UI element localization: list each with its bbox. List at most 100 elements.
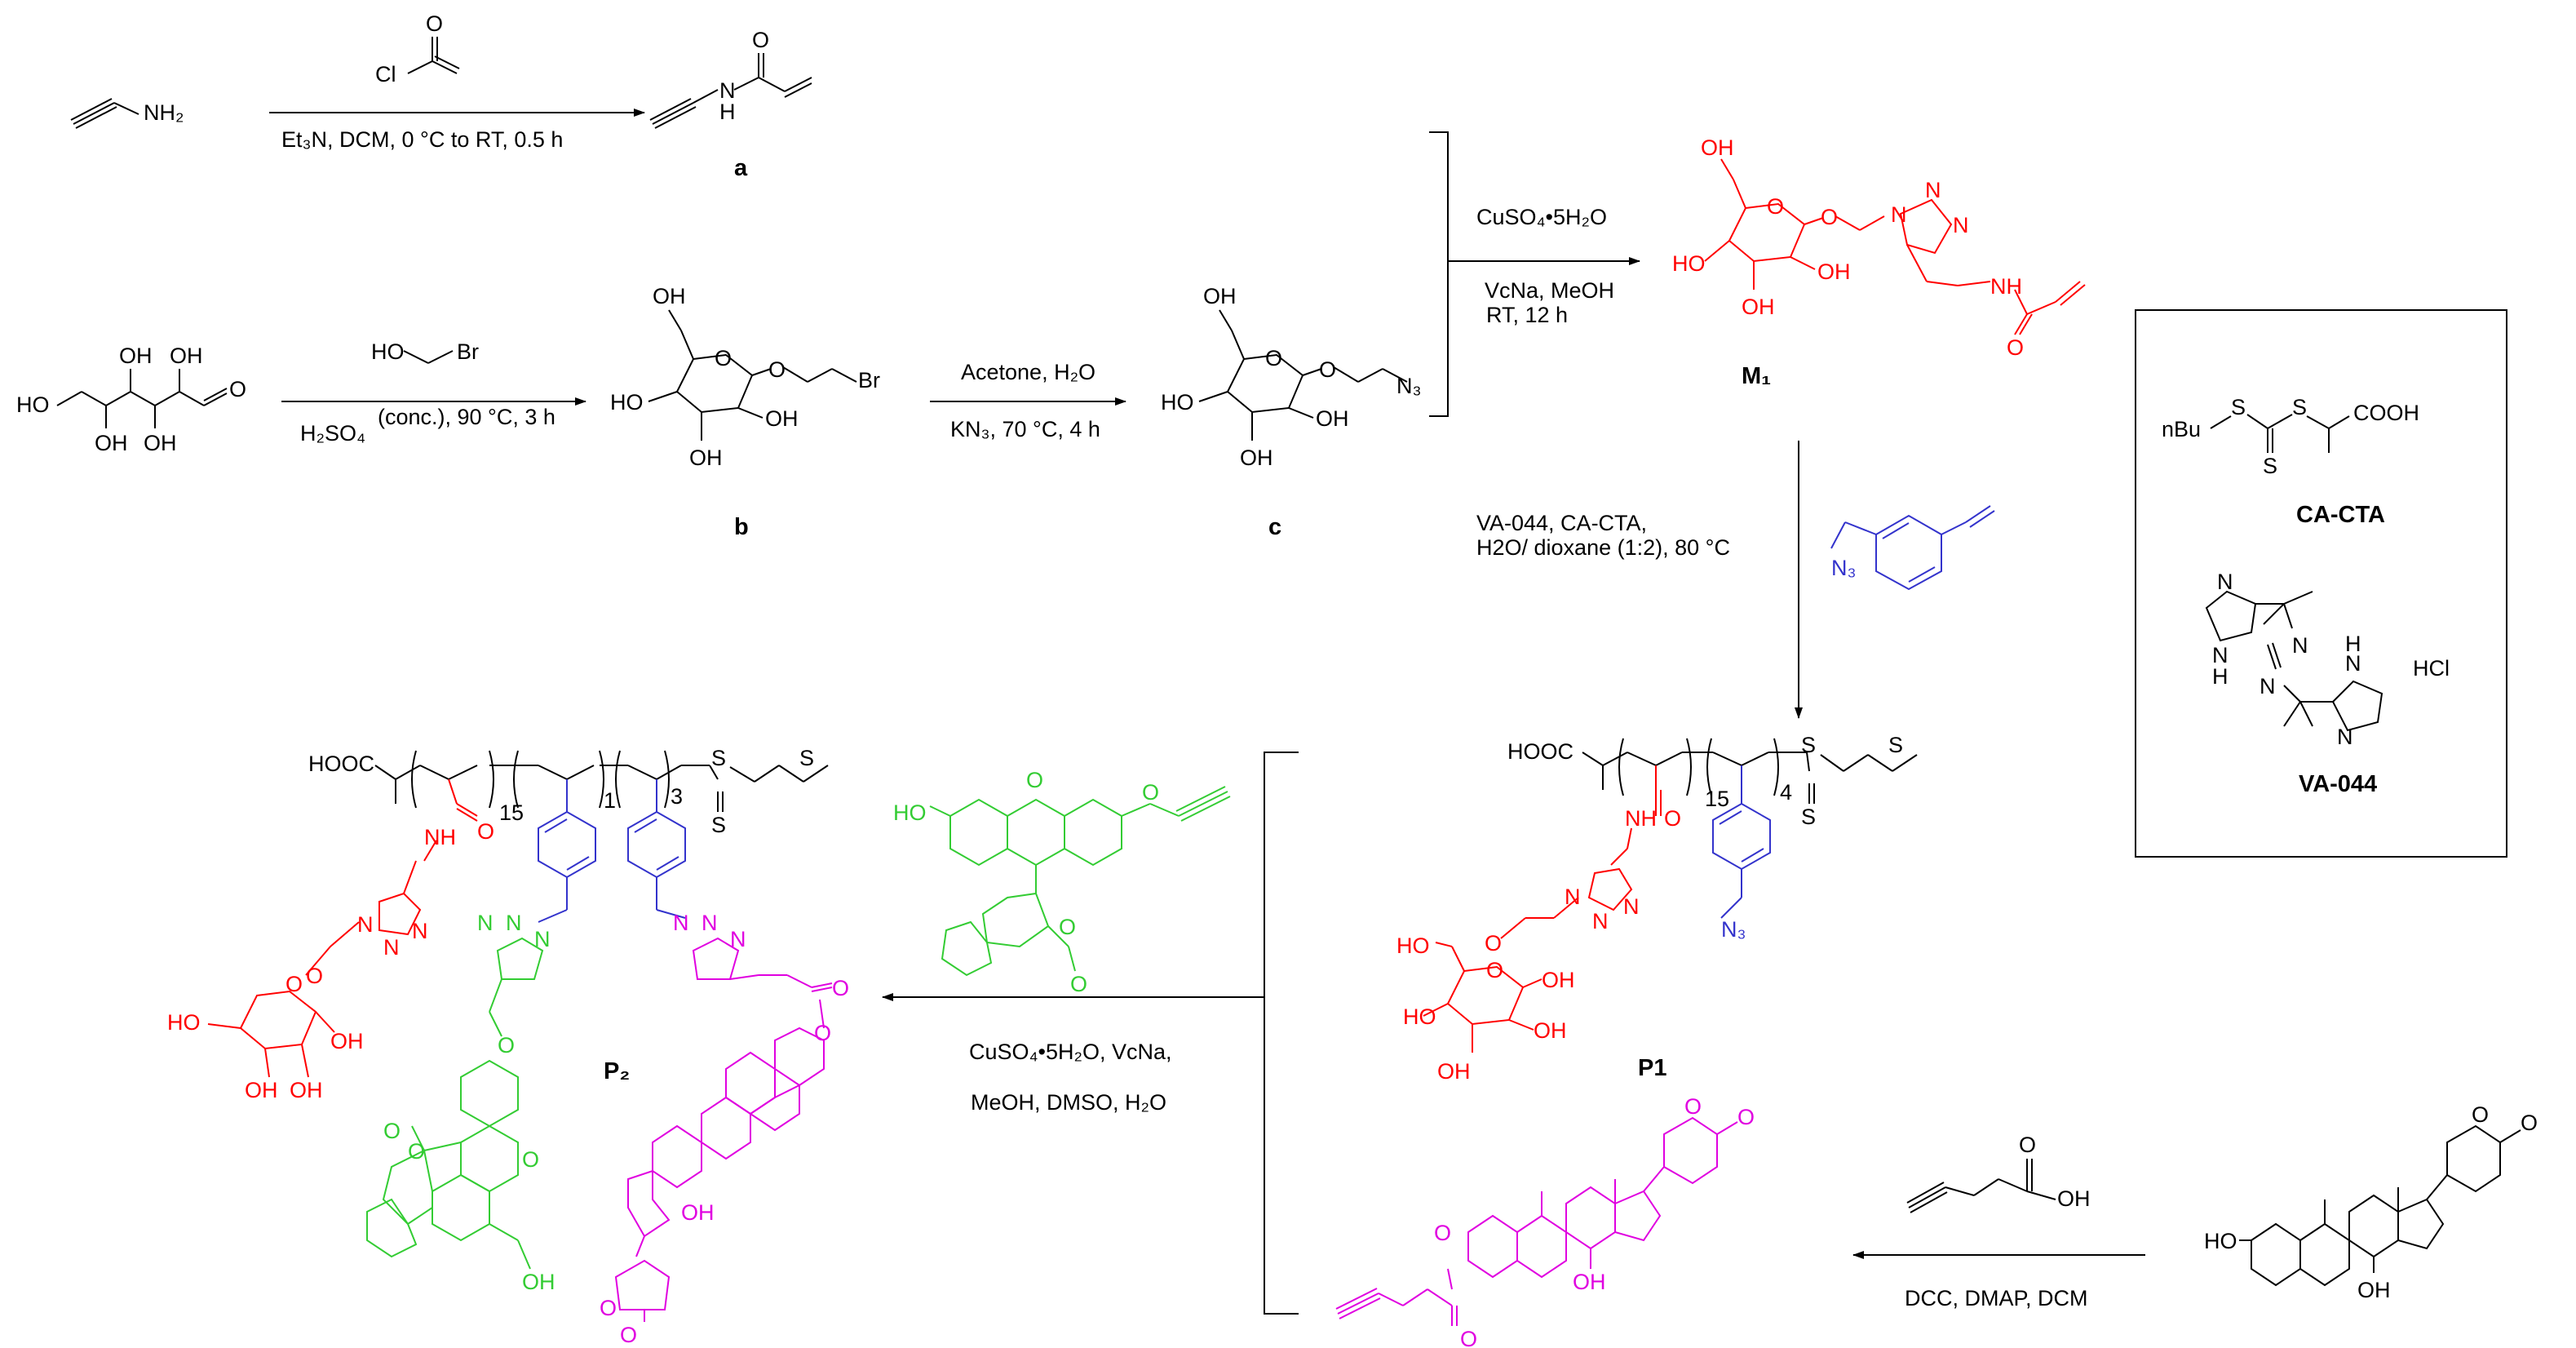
ester-carbonyl-o: O — [1460, 1327, 1477, 1348]
compound-c-o: O — [1319, 357, 1336, 382]
propargylamine — [70, 98, 139, 129]
va-nh2: N — [2345, 651, 2361, 676]
p1-repeat-4: 4 — [1780, 780, 1792, 805]
p2-hooc: HOOC — [308, 752, 374, 776]
va-n4: N — [2337, 725, 2353, 749]
p1-oh-right: OH — [1534, 1018, 1567, 1043]
bufalin-ho: HO — [2204, 1229, 2237, 1253]
p1-hooc: HOOC — [1507, 739, 1573, 764]
compound-a — [649, 53, 812, 129]
combine-bracket-2 — [1264, 752, 1299, 1315]
polymer-p2-fluorescein-atoms: N N N O O O O OH — [383, 911, 555, 1294]
propargyl-fluorescein — [929, 786, 1231, 977]
vinylbenzyl-azide — [1830, 505, 1995, 591]
fluorescein-ho: HO — [893, 800, 927, 825]
monomer-m1-atoms: OH O O N N N NH O HO OH OH — [1672, 135, 2024, 360]
glucose-oh-1: OH — [95, 431, 128, 455]
compound-c-oh-top: OH — [1203, 284, 1237, 308]
polymer-p2-benzyl-arms — [538, 779, 686, 923]
fluorescein-o-carbonyl: O — [1070, 972, 1087, 996]
p2-ho: HO — [167, 1010, 201, 1035]
p2-triazole-n3: N — [412, 919, 428, 943]
label-va-044: VA-044 — [2299, 771, 2377, 797]
compound-b-oh-top: OH — [653, 284, 686, 308]
m1-oh-top: OH — [1701, 135, 1734, 160]
step5-conditions-1: VA-044, CA-CTA, — [1476, 511, 1647, 535]
m1-oh-right: OH — [1817, 259, 1851, 284]
cta-nbu: nBu — [2162, 417, 2201, 441]
fluorescein-o-lactone: O — [1059, 915, 1076, 939]
p2-oh-bottom-right: OH — [290, 1078, 323, 1102]
step2-conditions-top: (conc.), 90 °C, 3 h — [378, 405, 555, 429]
polymer-p1-backbone — [1582, 738, 1918, 804]
compound-c-ho: HO — [1161, 390, 1194, 415]
compound-c-oh-bottom: OH — [1240, 446, 1273, 470]
p1-ring-o: O — [1486, 958, 1503, 982]
p1-carbonyl-o: O — [1664, 806, 1681, 831]
polymer-p2-backbone — [374, 750, 829, 812]
ester-oh: OH — [1573, 1270, 1606, 1294]
label-a: a — [734, 155, 748, 181]
p1-triazole-n3: N — [1623, 894, 1640, 919]
step2-conditions-bottom: H₂SO₄ — [300, 421, 365, 446]
p2-st-ester-o2: O — [814, 1021, 831, 1045]
p2-st-ester-o1: O — [832, 976, 849, 1000]
p2-fl-triazole-n2: N — [506, 911, 522, 935]
p2-fl-oh: OH — [522, 1270, 555, 1294]
polymer-p1-sugar-atoms: NH O N N N O O HO OH OH HO OH — [1396, 806, 1681, 1084]
va-044-structure — [2205, 590, 2383, 732]
pentynoic-o: O — [2019, 1133, 2036, 1157]
m1-triazole-n2: N — [1925, 178, 1941, 202]
compound-c-n3: N₃ — [1396, 374, 1422, 398]
p1-repeat-15: 15 — [1705, 787, 1729, 811]
label-c: c — [1268, 514, 1281, 540]
propargylamine-nh2: NH₂ — [144, 100, 184, 125]
p2-st-oh: OH — [681, 1200, 715, 1225]
m1-o: O — [1821, 205, 1838, 229]
step1-conditions: Et₃N, DCM, 0 °C to RT, 0.5 h — [281, 127, 563, 152]
compound-b-oh-bottom: OH — [689, 446, 723, 470]
va-n2: N — [2292, 633, 2308, 658]
cta-cooh: COOH — [2353, 401, 2419, 425]
label-ca-cta: CA-CTA — [2296, 502, 2385, 528]
ca-cta-structure — [2210, 414, 2350, 453]
glucose-oh-4: OH — [170, 344, 203, 368]
fluorescein-o-top: O — [1026, 768, 1043, 792]
p2-repeat-15: 15 — [499, 800, 524, 825]
compound-b-ring-o: O — [715, 346, 732, 370]
p2-s1: S — [711, 746, 726, 770]
step6-conditions-1: CuSO₄•5H₂O, VcNa, — [969, 1040, 1172, 1064]
combine-bracket — [1429, 131, 1449, 417]
p2-st-lactone-o: O — [600, 1296, 617, 1320]
step7-conditions: DCC, DMAP, DCM — [1905, 1286, 2088, 1310]
p2-triazole-n2: N — [383, 935, 400, 960]
m1-triazole-n1: N — [1891, 202, 1907, 227]
glucose-ho: HO — [16, 392, 50, 417]
p2-st-carbonyl-o: O — [620, 1323, 637, 1347]
m1-ho: HO — [1672, 251, 1706, 276]
va-n3: N — [2260, 674, 2276, 698]
p1-oh-bottom: OH — [1437, 1059, 1471, 1084]
step4-conditions-2: VcNa, MeOH — [1485, 278, 1614, 303]
va-h1: H — [2212, 664, 2229, 689]
acryloyl-chloride — [407, 37, 460, 74]
compound-c-ring-o: O — [1265, 346, 1282, 370]
polymer-p1-sugar-arm — [1423, 765, 1662, 1053]
p2-ring-o: O — [285, 972, 303, 996]
vinylbenzyl-n3: N₃ — [1831, 556, 1857, 580]
p2-fl-triazole-n3: N — [534, 927, 551, 951]
p2-s2: S — [711, 813, 726, 837]
m1-triazole-n3: N — [1953, 213, 1969, 237]
step5-conditions-2: H2O/ dioxane (1:2), 80 °C — [1476, 535, 1730, 560]
bromoethanol-br: Br — [457, 339, 479, 364]
step6-conditions-2: MeOH, DMSO, H₂O — [971, 1090, 1166, 1115]
p2-fl-triazole-n1: N — [477, 911, 494, 935]
monomer-m1 — [1704, 158, 2086, 335]
polymer-p2-sugar-arm — [207, 778, 478, 1078]
step3-conditions-top: Acetone, H₂O — [961, 360, 1095, 384]
cta-s3: S — [2263, 454, 2277, 478]
m1-oh-bottom: OH — [1742, 295, 1775, 319]
compound-a-n: N — [719, 78, 736, 103]
compound-a-o: O — [752, 28, 769, 52]
